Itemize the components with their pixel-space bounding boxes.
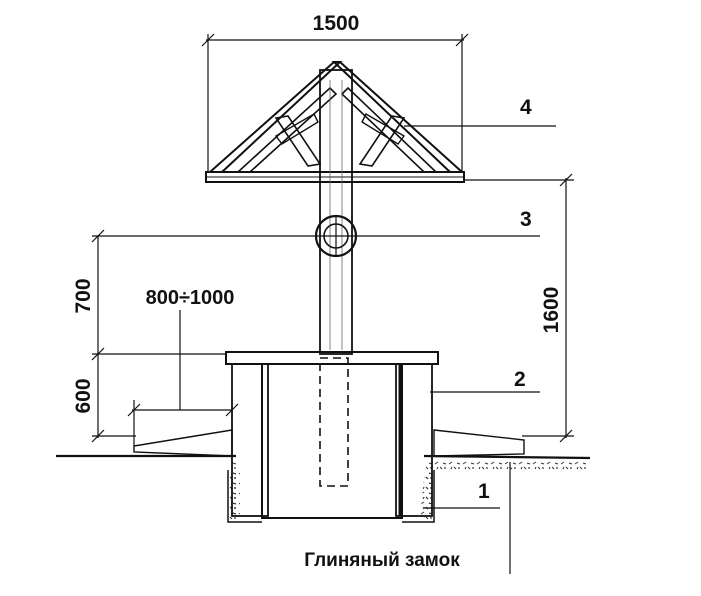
ground-line (56, 454, 591, 460)
brace-left-b (274, 113, 319, 145)
dim-1600-label: 1600 (540, 287, 563, 334)
brace-right-a (358, 115, 406, 167)
dim-1500-label: 1500 (313, 12, 360, 35)
well-head (225, 351, 439, 519)
blind-area (133, 429, 525, 457)
well-shaft (261, 363, 403, 519)
dim-600-label: 600 (72, 378, 95, 413)
post (319, 69, 353, 487)
callout-3: 3 (520, 208, 532, 231)
callout-1: 1 (478, 480, 490, 503)
dim-600-tick-bottom (91, 429, 105, 443)
dim-700-label: 700 (72, 278, 95, 313)
ground (56, 454, 591, 523)
collar-wall-right (395, 363, 433, 517)
labels: 1500 700 800÷1000 600 1600 4 3 2 1 Глиня… (72, 12, 563, 571)
dim-800-label: 800÷1000 (146, 287, 235, 309)
dim-1600-tick-top (559, 173, 573, 187)
dim-800-tick-right (225, 403, 239, 417)
blind-area-right (433, 429, 525, 457)
callout-4: 4 (520, 96, 532, 119)
dim-700-tick-bottom (91, 347, 105, 361)
soil-left (60, 460, 240, 516)
dim-1500-tick-right (455, 33, 469, 47)
dim-800-tick-left (127, 403, 141, 417)
roof-canopy (205, 61, 465, 183)
dimension-lines (91, 33, 574, 574)
clay-lock-right (424, 470, 434, 520)
collar-wall-left (231, 363, 269, 517)
brace-right-b (361, 113, 406, 145)
post-body (319, 69, 353, 355)
inner-rafter-right (340, 86, 438, 173)
dim-1600-tick-bottom (559, 429, 573, 443)
inner-rafter-left (235, 86, 338, 173)
dim-1500-tick-left (201, 33, 215, 47)
post-hidden-part (319, 357, 349, 487)
windlass-drum (314, 214, 358, 258)
dim-700-tick-top (91, 229, 105, 243)
callout-2: 2 (514, 368, 526, 391)
soil-right (420, 460, 586, 516)
caption-clay-lock: Глиняный замок (304, 550, 460, 571)
clay-lock-outline (227, 470, 435, 523)
clay-lock-left (228, 470, 238, 520)
blind-area-left (133, 429, 233, 457)
